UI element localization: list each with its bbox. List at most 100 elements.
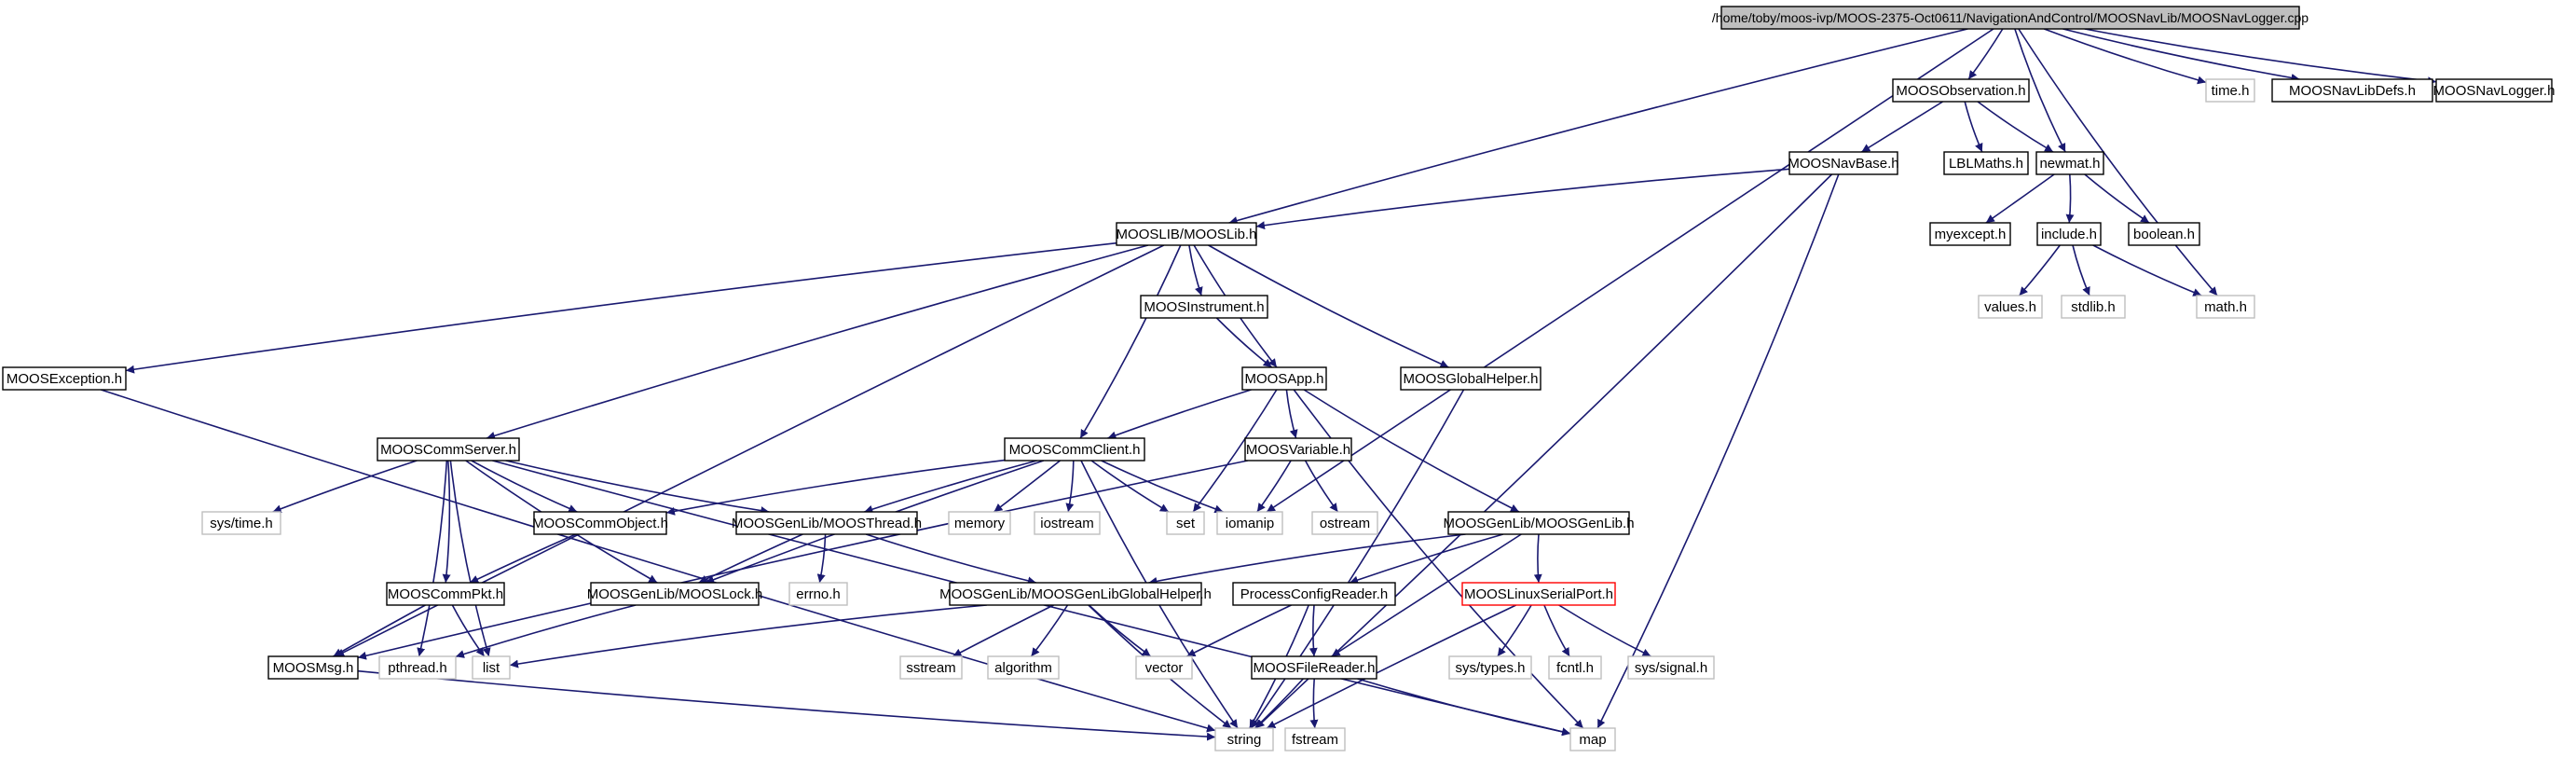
node-stdlib-h: stdlib.h xyxy=(2061,295,2126,319)
node-moosgenlib-moosgenlibglobalhelper-h[interactable]: MOOSGenLib/MOOSGenLibGlobalHelper.h xyxy=(939,582,1212,606)
node-box xyxy=(1166,511,1205,535)
node-label: MOOSInstrument.h xyxy=(1144,299,1264,315)
node-myexcept-h[interactable]: myexcept.h xyxy=(1929,222,2011,246)
edge-include-to-math xyxy=(2092,244,2202,296)
node-moosexception-h[interactable]: MOOSException.h xyxy=(2,366,127,391)
node-fcntl-h: fcntl.h xyxy=(1548,655,1602,680)
edge-genlibhelper-to-sstream xyxy=(952,604,1054,657)
node-include-h[interactable]: include.h xyxy=(2036,222,2102,246)
node-list: list xyxy=(472,655,511,680)
node-box xyxy=(987,655,1060,680)
node-label: sys/time.h xyxy=(210,516,273,531)
edge-include-to-stdlib xyxy=(2072,244,2090,296)
node-box xyxy=(1232,582,1396,606)
node-memory: memory xyxy=(948,511,1011,535)
node-sys-time-h: sys/time.h xyxy=(201,511,281,535)
node-mooscommpkt-h[interactable]: MOOSCommPkt.h xyxy=(386,582,505,606)
edge-genlibhelper-to-algorithm xyxy=(1030,604,1069,657)
node-mooscommserver-h[interactable]: MOOSCommServer.h xyxy=(377,437,520,462)
edge-root-to-newmat xyxy=(2014,28,2066,153)
edge-procconfig-to-vector xyxy=(1186,604,1292,657)
edge-genlib-to-genlibhelper xyxy=(1148,533,1466,586)
edge-serialport-to-fcntl xyxy=(1543,604,1570,657)
node-moosglobalhelper-h[interactable]: MOOSGlobalHelper.h xyxy=(1400,366,1541,391)
edge-exception-to-string xyxy=(101,389,1216,733)
node-moosnavlogger-h[interactable]: MOOSNavLogger.h xyxy=(2433,78,2555,103)
node-lblmaths-h[interactable]: LBLMaths.h xyxy=(1943,151,2029,175)
node-moosmsg-h[interactable]: MOOSMsg.h xyxy=(267,655,359,680)
node-moosnavlibdefs-h[interactable]: MOOSNavLibDefs.h xyxy=(2271,78,2433,103)
node-box xyxy=(1214,727,1274,751)
edge-root-to-mooslib xyxy=(1228,28,1968,225)
node-box xyxy=(1627,655,1715,680)
node-box xyxy=(1140,295,1268,319)
edge-commserver-to-systime xyxy=(272,460,418,514)
edge-mooslib-to-commserver xyxy=(486,244,1149,440)
node-moosobservation-h[interactable]: MOOSObservation.h xyxy=(1892,78,2030,103)
node-moosfilereader-h[interactable]: MOOSFileReader.h xyxy=(1251,655,1377,680)
edge-mooslib-to-commclient xyxy=(1079,244,1182,439)
node-moosgenlib-mooslock-h[interactable]: MOOSGenLib/MOOSLock.h xyxy=(587,582,762,606)
node-label: MOOSNavBase.h xyxy=(1788,156,1898,172)
node-home-toby-moos-ivp-moos-2375-oct0611-navigationandcontrol-moosnavlib-moosnavlogger-cpp[interactable]: /home/toby/moos-ivp/MOOS-2375-Oct0611/Na… xyxy=(1712,6,2309,30)
node-iomanip: iomanip xyxy=(1216,511,1283,535)
node-label: MOOSGlobalHelper.h xyxy=(1403,371,1538,387)
edge-root-to-iomanip xyxy=(1266,28,1994,513)
node-moosgenlib-moosgenlib-h[interactable]: MOOSGenLib/MOOSGenLib.h xyxy=(1443,511,1635,535)
edge-serialport-to-syssignal xyxy=(1558,604,1651,657)
node-label: string xyxy=(1227,732,1262,748)
node-mooscommclient-h[interactable]: MOOSCommClient.h xyxy=(1004,437,1145,462)
node-moosinstrument-h[interactable]: MOOSInstrument.h xyxy=(1140,295,1268,319)
node-label: MOOSCommClient.h xyxy=(1009,442,1141,458)
edge-commserver-to-list xyxy=(449,460,491,657)
node-moosgenlib-moosthread-h[interactable]: MOOSGenLib/MOOSThread.h xyxy=(732,511,922,535)
edge-commclient-to-iostream xyxy=(1065,460,1075,513)
node-moosnavbase-h[interactable]: MOOSNavBase.h xyxy=(1788,151,1899,175)
node-mooscommobject-h[interactable]: MOOSCommObject.h xyxy=(532,511,668,535)
edge-root-to-math xyxy=(2018,28,2218,296)
edge-commserver-to-pthread xyxy=(417,460,448,657)
node-boolean-h[interactable]: boolean.h xyxy=(2128,222,2200,246)
node-box xyxy=(378,655,457,680)
node-label: algorithm xyxy=(994,660,1052,676)
node-box xyxy=(2271,78,2433,103)
edge-variable-to-iomanip xyxy=(1256,460,1292,513)
edge-newmat-to-include xyxy=(2065,173,2075,224)
node-processconfigreader-h[interactable]: ProcessConfigReader.h xyxy=(1232,582,1396,606)
edge-genlib-to-serialport xyxy=(1533,533,1542,584)
node-math-h: math.h xyxy=(2196,295,2255,319)
edge-navbase-to-mooslib xyxy=(1255,168,1790,230)
edge-obs-to-newmat xyxy=(1977,101,2054,153)
node-pthread-h: pthread.h xyxy=(378,655,457,680)
node-box xyxy=(201,511,281,535)
node-label: MOOSNavLogger.h xyxy=(2433,83,2555,99)
node-box xyxy=(1569,727,1616,751)
edge-commobject-to-commpkt xyxy=(469,533,577,584)
node-mooslib-mooslib-h[interactable]: MOOSLIB/MOOSLib.h xyxy=(1116,222,1257,246)
node-newmat-h[interactable]: newmat.h xyxy=(2035,151,2104,175)
node-moosapp-h[interactable]: MOOSApp.h xyxy=(1241,366,1327,391)
node-box xyxy=(2435,78,2553,103)
node-label: MOOSGenLib/MOOSGenLib.h xyxy=(1443,516,1634,531)
node-box xyxy=(1978,295,2043,319)
node-box xyxy=(533,511,667,535)
edge-filereader-to-map xyxy=(1357,678,1571,737)
node-mooslinuxserialport-h[interactable]: MOOSLinuxSerialPort.h xyxy=(1461,582,1616,606)
node-label: MOOSObservation.h xyxy=(1896,83,2025,99)
node-label: time.h xyxy=(2212,83,2250,99)
node-label: iomanip xyxy=(1226,516,1275,531)
node-label: MOOSLIB/MOOSLib.h xyxy=(1117,227,1257,242)
node-label: math.h xyxy=(2204,299,2247,315)
edge-commclient-to-set xyxy=(1090,460,1170,513)
node-sys-signal-h: sys/signal.h xyxy=(1627,655,1715,680)
node-label: /home/toby/moos-ivp/MOOS-2375-Oct0611/Na… xyxy=(1712,10,2309,25)
edge-navbase-to-string xyxy=(1254,173,1833,729)
node-label: myexcept.h xyxy=(1935,227,2007,242)
node-box xyxy=(1929,222,2011,246)
node-moosvariable-h[interactable]: MOOSVariable.h xyxy=(1244,437,1352,462)
edge-genlibhelper-to-list xyxy=(509,604,987,668)
edge-obs-to-navbase xyxy=(1860,101,1944,153)
node-label: memory xyxy=(954,516,1006,531)
node-fstream: fstream xyxy=(1284,727,1346,751)
edge-app-to-variable xyxy=(1285,389,1298,439)
